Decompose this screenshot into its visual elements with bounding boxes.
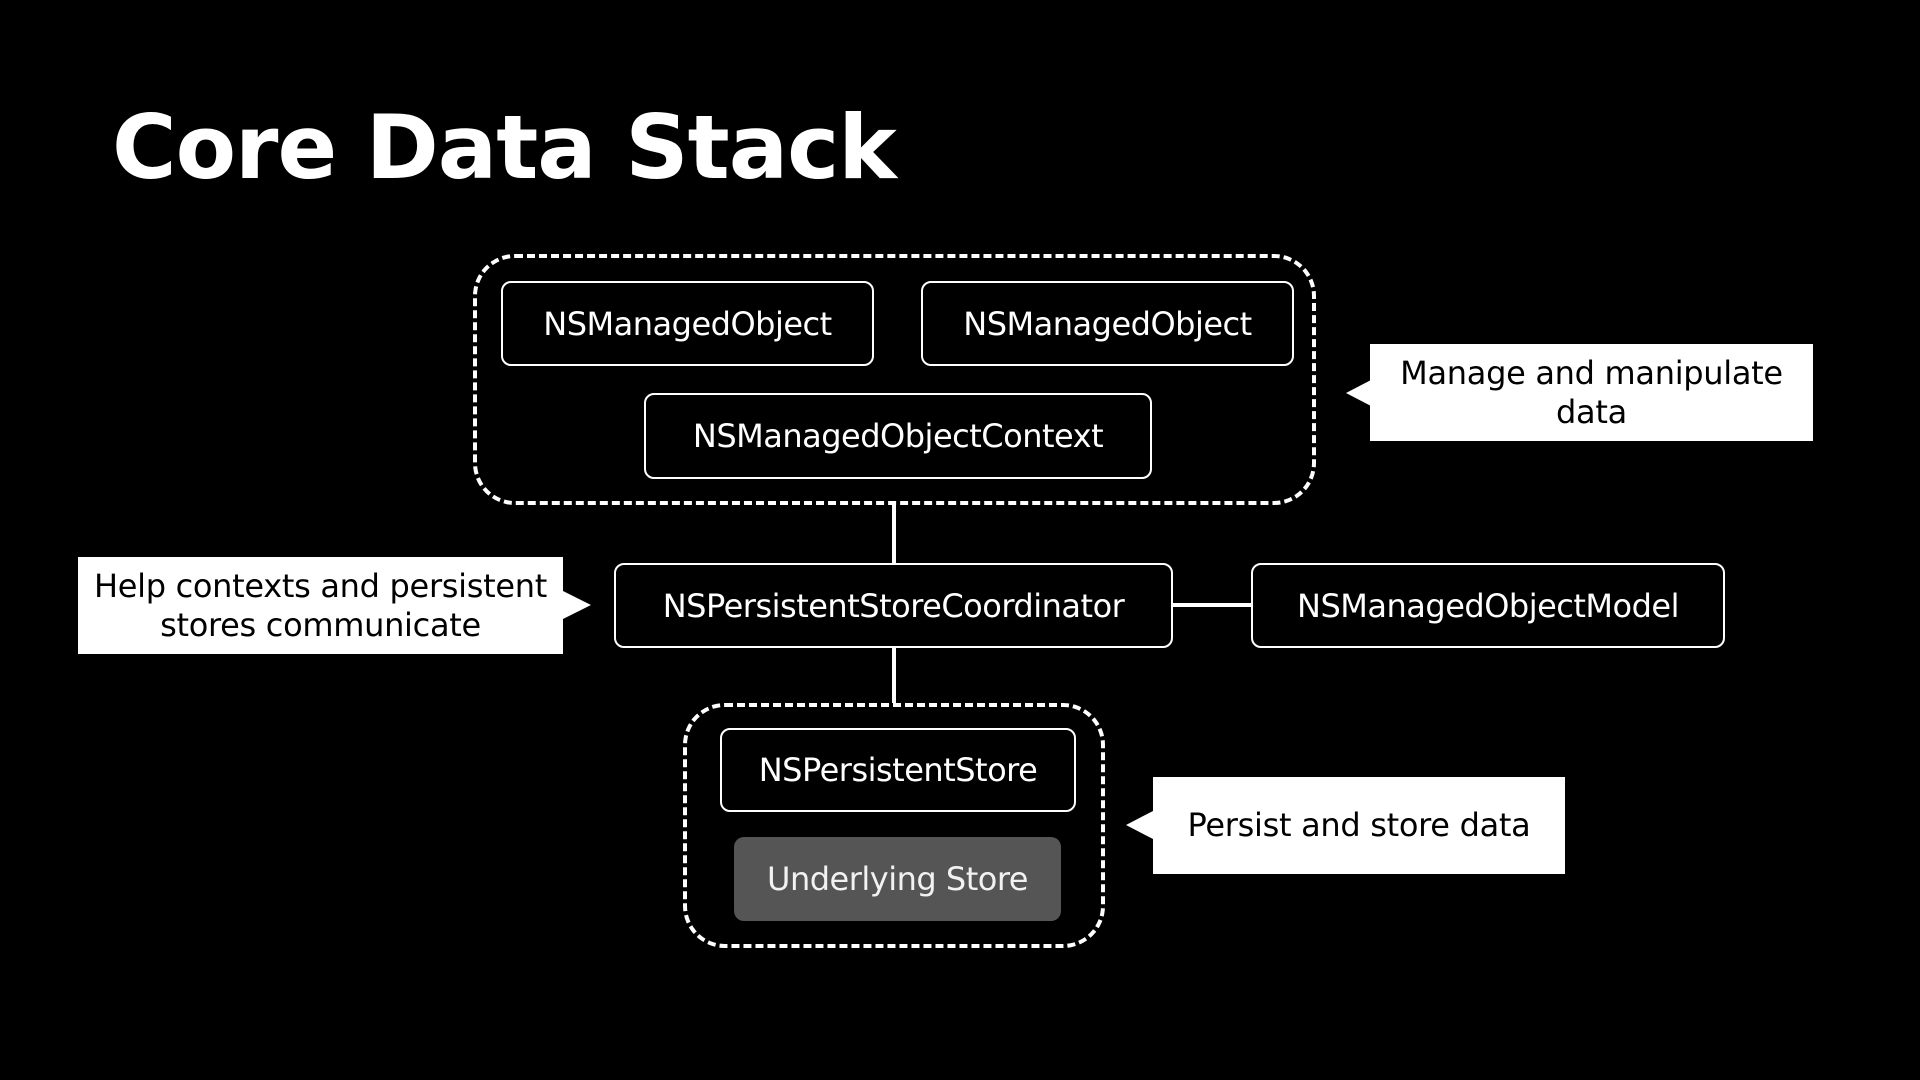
node-underlying-store: Underlying Store <box>734 837 1061 921</box>
node-persistent-store: NSPersistentStore <box>720 728 1076 812</box>
callout-manage: Manage and manipulate data <box>1370 344 1813 441</box>
connector-coordinator-to-store <box>892 648 896 703</box>
node-managed-object-2: NSManagedObject <box>921 281 1294 366</box>
callout-persist: Persist and store data <box>1153 777 1565 874</box>
node-managed-object-model: NSManagedObjectModel <box>1251 563 1725 648</box>
node-managed-object-context: NSManagedObjectContext <box>644 393 1152 479</box>
connector-coordinator-to-model <box>1173 603 1251 607</box>
callout-manage-pointer <box>1346 380 1371 406</box>
callout-help-pointer <box>563 591 591 619</box>
connector-context-to-coordinator <box>892 505 896 563</box>
node-managed-object-1: NSManagedObject <box>501 281 874 366</box>
node-persistent-store-coordinator: NSPersistentStoreCoordinator <box>614 563 1173 648</box>
store-group-boundary <box>683 703 1105 948</box>
callout-persist-pointer <box>1126 811 1153 839</box>
slide-title: Core Data Stack <box>112 96 897 199</box>
context-group-boundary <box>473 254 1316 505</box>
callout-help: Help contexts and persistent stores comm… <box>78 557 563 654</box>
